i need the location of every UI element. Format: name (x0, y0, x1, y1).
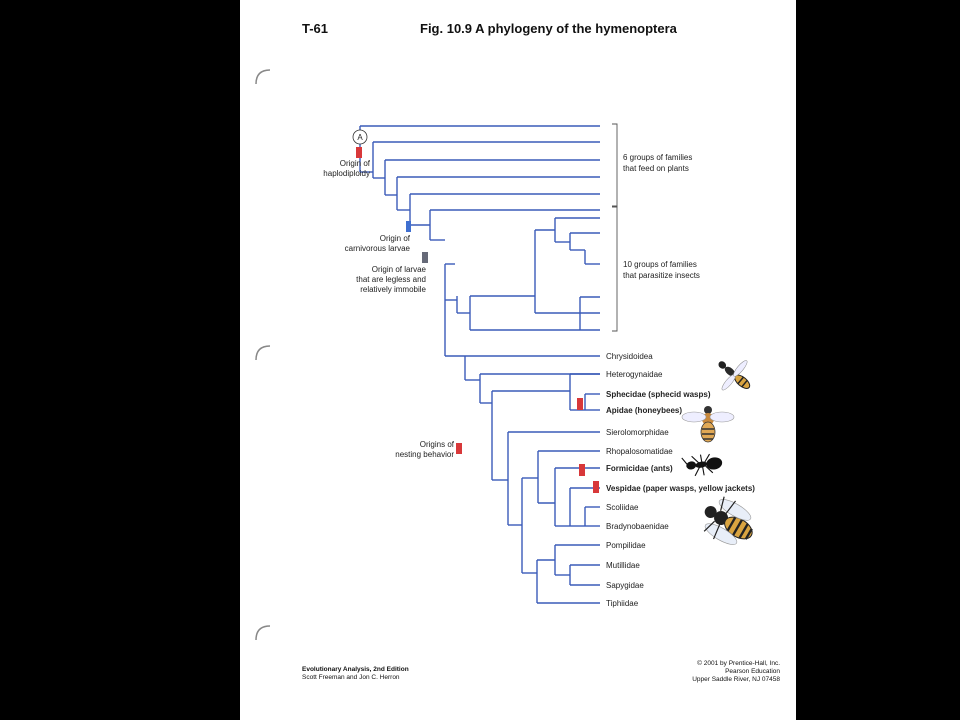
group-line: that feed on plants (623, 164, 689, 173)
annotation-line: haplodiploidy (323, 169, 370, 178)
nesting-marker-bees (577, 398, 583, 410)
taxon-label: Chrysidoidea (606, 352, 653, 361)
group-line: that parasitize insects (623, 271, 700, 280)
nesting-marker-vespids (593, 481, 599, 493)
nesting-marker-ants (579, 464, 585, 476)
ant-illustration (681, 453, 723, 477)
taxon-label: Formicidae (ants) (606, 464, 673, 473)
annotation-line: nesting behavior (395, 450, 454, 459)
annotation-line: Origin of (339, 159, 370, 168)
nesting-annotation: Origins of nesting behavior (395, 440, 454, 460)
publisher-line: Pearson Education (725, 668, 780, 675)
group-line: 10 groups of families (623, 260, 697, 269)
figure-title: Fig. 10.9 A phylogeny of the hymenoptera (420, 21, 677, 36)
book-authors: Scott Freeman and Jon C. Herron (302, 674, 400, 681)
taxon-label: Apidae (honeybees) (606, 406, 682, 415)
legless-larvae-marker (422, 252, 428, 263)
tree-branches (359, 125, 600, 604)
wasp-illustration (718, 360, 751, 391)
nesting-marker (456, 443, 462, 454)
annotation-line: Origins of (419, 440, 454, 449)
legless-annotation: Origin of larvae that are legless and re… (356, 265, 426, 295)
taxon-label: Sierolomorphidae (606, 428, 669, 437)
taxon-label: Sapygidae (606, 581, 644, 590)
parasitoids-label: 10 groups of families that parasitize in… (623, 259, 700, 281)
copyright-line: © 2001 by Prentice-Hall, Inc. (697, 660, 780, 667)
book-title: Evolutionary Analysis, 2nd Edition (302, 666, 409, 673)
taxon-label: Sphecidae (sphecid wasps) (606, 390, 711, 399)
character-a-letter: A (357, 133, 363, 142)
carnivorous-annotation: Origin of carnivorous larvae (345, 234, 410, 254)
honeybee-illustration (681, 406, 735, 443)
haplodiploidy-annotation: Origin of haplodiploidy (323, 159, 370, 179)
bracket-plant-feeders (612, 123, 618, 208)
taxon-label: Scoliidae (606, 503, 639, 512)
book-credit: Evolutionary Analysis, 2nd Edition Scott… (302, 666, 409, 682)
haplodiploidy-marker (356, 147, 362, 158)
taxon-label: Rhopalosomatidae (606, 447, 673, 456)
annotation-line: that are legless and (356, 275, 426, 284)
taxon-label: Pompilidae (606, 541, 646, 550)
binder-hole-mark (255, 345, 271, 361)
annotation-line: Origin of larvae (371, 265, 426, 274)
plant-feeders-label: 6 groups of families that feed on plants (623, 152, 692, 174)
taxon-label: Bradynobaenidae (606, 522, 669, 531)
annotation-line: carnivorous larvae (344, 244, 410, 253)
group-line: 6 groups of families (623, 153, 693, 162)
carnivorous-larvae-marker (406, 221, 411, 232)
taxon-label: Heterogynaidae (606, 370, 663, 379)
character-a-circle (352, 129, 368, 145)
taxon-label: Mutillidae (606, 561, 640, 570)
phylogeny-tree: A (255, 69, 755, 641)
taxon-label: Vespidae (paper wasps, yellow jackets) (606, 484, 755, 493)
bracket-parasitoids (612, 205, 618, 332)
yellowjacket-illustration (703, 496, 753, 545)
publisher-credit: © 2001 by Prentice-Hall, Inc. Pearson Ed… (692, 660, 780, 684)
annotation-line: relatively immobile (360, 285, 426, 294)
taxon-label: Tiphiidae (606, 599, 639, 608)
figure-number: T-61 (302, 21, 329, 36)
address-line: Upper Saddle River, NJ 07458 (692, 676, 780, 683)
binder-hole-mark (255, 69, 271, 85)
binder-hole-mark (255, 625, 271, 641)
figure-page: T-61 Fig. 10.9 A phylogeny of the hymeno… (240, 0, 796, 720)
annotation-line: Origin of (379, 234, 410, 243)
